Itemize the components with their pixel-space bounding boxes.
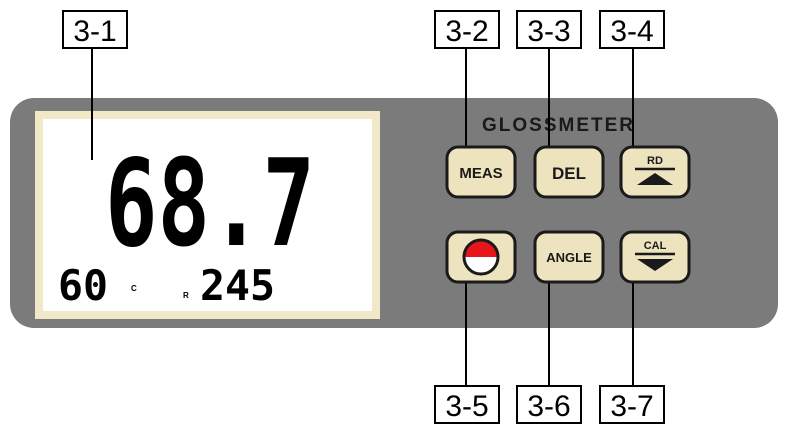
del-button[interactable]: DEL (533, 145, 605, 199)
callout-3-2-label: 3-2 (445, 15, 488, 48)
red-white-circle-icon (462, 238, 500, 276)
rd-up-button[interactable]: RD (619, 145, 691, 199)
callout-3-4: 3-4 (599, 10, 665, 49)
meas-button-label: MEAS (459, 165, 502, 182)
down-triangle-icon (637, 259, 673, 271)
lcd-record-value: 245 (200, 261, 275, 310)
callout-3-5: 3-5 (434, 385, 500, 424)
callout-3-5-label: 3-5 (445, 390, 488, 423)
callout-3-3: 3-3 (516, 10, 582, 49)
cal-button-label: CAL (644, 240, 667, 252)
lcd-record-unit: R (183, 291, 189, 300)
callout-3-6: 3-6 (516, 385, 582, 424)
callout-3-6-label: 3-6 (527, 390, 570, 423)
lcd-angle-unit: C (131, 284, 137, 293)
meas-button[interactable]: MEAS (445, 145, 517, 199)
callout-3-1: 3-1 (62, 10, 128, 49)
up-triangle-icon (637, 173, 673, 185)
lcd-screen (43, 119, 372, 311)
callout-3-7: 3-7 (599, 385, 665, 424)
lcd-main-reading: 68.7 (105, 135, 315, 274)
callout-3-4-label: 3-4 (610, 15, 653, 48)
angle-button[interactable]: ANGLE (533, 230, 605, 284)
power-button[interactable] (445, 230, 517, 284)
callout-3-1-label: 3-1 (73, 15, 116, 48)
brand-label: GLOSSMETER (482, 115, 635, 136)
angle-button-label: ANGLE (546, 250, 592, 265)
del-button-label: DEL (552, 164, 586, 183)
lcd-angle-value: 60 (58, 261, 108, 310)
callout-3-2: 3-2 (434, 10, 500, 49)
rd-button-label: RD (647, 155, 663, 167)
cal-down-button[interactable]: CAL (619, 230, 691, 284)
callout-3-7-label: 3-7 (610, 390, 653, 423)
callout-3-3-label: 3-3 (527, 15, 570, 48)
